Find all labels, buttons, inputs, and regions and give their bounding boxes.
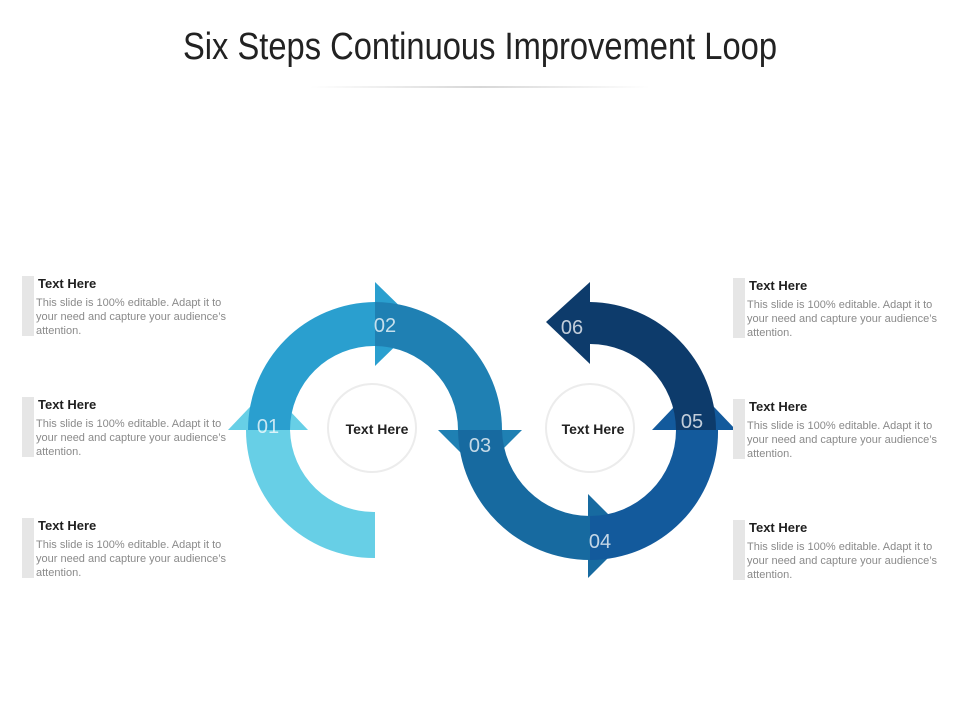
- center-circle-right: [545, 383, 635, 473]
- center-label-left: Text Here: [346, 421, 409, 437]
- center-circle-left: [327, 383, 417, 473]
- callout-bar: [22, 397, 34, 457]
- callout-bar: [733, 399, 745, 459]
- segment-05: [590, 430, 719, 560]
- callout-body: This slide is 100% editable. Adapt it to…: [747, 299, 937, 339]
- callout-bar: [733, 278, 745, 338]
- callout-heading: Text Here: [749, 520, 808, 535]
- segment-04: [458, 430, 590, 561]
- callout-body: This slide is 100% editable. Adapt it to…: [747, 420, 937, 460]
- step-number-03: 03: [469, 435, 491, 457]
- arrow-06: [546, 282, 590, 364]
- step-number-04: 04: [589, 531, 611, 553]
- callout-heading: Text Here: [749, 399, 808, 414]
- segment-03: [375, 302, 502, 430]
- segment-06: [590, 302, 716, 430]
- step-number-02: 02: [374, 315, 396, 337]
- step-number-05: 05: [681, 411, 703, 433]
- callout-body: This slide is 100% editable. Adapt it to…: [36, 418, 226, 458]
- callout-heading: Text Here: [38, 397, 97, 412]
- callout-bar: [22, 518, 34, 578]
- segment-02: [248, 302, 375, 430]
- callout-body: This slide is 100% editable. Adapt it to…: [747, 541, 937, 581]
- callout-heading: Text Here: [38, 518, 97, 533]
- callout-heading: Text Here: [38, 276, 97, 291]
- page-title: Six Steps Continuous Improvement Loop: [182, 26, 778, 68]
- segment-01: [246, 430, 375, 559]
- callout-bar: [22, 276, 34, 336]
- callout-heading: Text Here: [749, 278, 808, 293]
- callout-bar: [733, 520, 745, 580]
- callout-body: This slide is 100% editable. Adapt it to…: [36, 539, 226, 579]
- step-number-01: 01: [257, 416, 279, 438]
- step-number-06: 06: [561, 317, 583, 339]
- callout-body: This slide is 100% editable. Adapt it to…: [36, 297, 226, 337]
- title-underline: [310, 86, 650, 88]
- center-label-right: Text Here: [562, 421, 625, 437]
